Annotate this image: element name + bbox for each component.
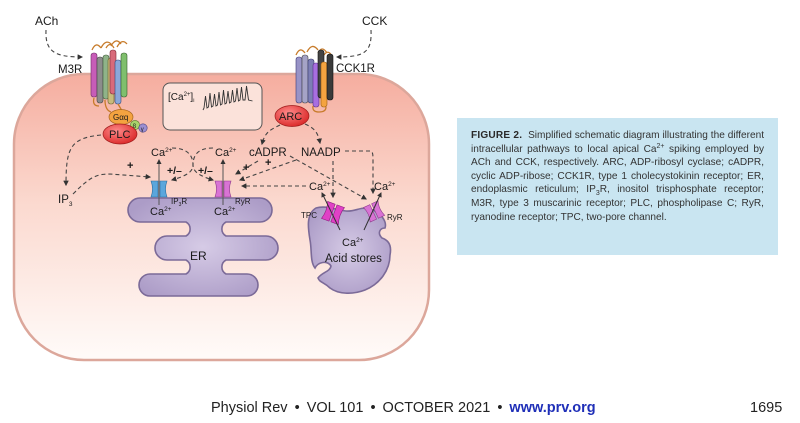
ach-label: ACh [35, 14, 58, 28]
cadpr-acid-ryr-arrow [289, 155, 367, 200]
m3r-label: M3R [58, 64, 82, 76]
caption-text-1: Simplified schematic diagram illustratin… [471, 130, 765, 155]
ryr-plus-minus: +/– [198, 165, 213, 177]
acid-ryr-ca-flux [363, 192, 382, 231]
ryr-label: RyR [235, 197, 251, 206]
separator-1: • [294, 400, 300, 416]
ip3r-channel[interactable] [150, 180, 168, 198]
ca-released-acid-ryr: Ca2+ [374, 181, 396, 193]
arc-naadp-arrow [304, 123, 322, 145]
gbeta-label: β [133, 123, 137, 130]
tpc-ca-flux [321, 192, 341, 231]
cadpr-label: cADPR [249, 147, 287, 159]
er-label: ER [190, 249, 207, 263]
separator-3: • [497, 400, 503, 416]
ca-store-er-left: Ca2+ [150, 206, 172, 218]
ip3-to-ip3r-arrow [72, 173, 152, 195]
volume: VOL 101 [306, 400, 364, 416]
ip3r-label: IP3R [171, 197, 187, 208]
journal-url-link[interactable]: www.prv.org [509, 400, 596, 416]
cadpr-ryr-arrow [235, 160, 259, 175]
arc-cadpr-arrow [260, 124, 281, 146]
acid-stores-label: Acid stores [325, 253, 382, 265]
separator-2: • [370, 400, 376, 416]
acid-ryr-label: RyR [387, 213, 403, 222]
ryr-plus: + [243, 162, 249, 174]
naadp-acid-ryr-arrow [345, 150, 376, 195]
plc-label: PLC [109, 129, 130, 141]
ca-store-acid: Ca2+ [342, 237, 364, 249]
ca-released-ryr: Ca2+ [215, 147, 237, 159]
endoplasmic-reticulum [127, 197, 279, 297]
ip3r-plus: + [127, 160, 133, 172]
figure-caption: FIGURE 2. Simplified schematic diagram i… [457, 118, 778, 255]
ca-feedback-right [192, 147, 215, 182]
ca-released-tpc: Ca2+ [309, 181, 331, 193]
ryr-plus-2: + [265, 157, 271, 169]
caption-sup-1: 2+ [656, 142, 665, 150]
page-number: 1695 [750, 400, 783, 416]
ggamma [138, 123, 148, 133]
ggamma-label: γ [141, 127, 144, 133]
figure-label: FIGURE 2. [471, 130, 523, 141]
ca-store-er-right: Ca2+ [214, 206, 236, 218]
page-footer: Physiol Rev • VOL 101 • OCTOBER 2021 • w… [211, 400, 596, 416]
plc-enzyme [102, 123, 138, 145]
journal-name: Physiol Rev [211, 400, 288, 416]
naadp-ryr-arrow [238, 159, 297, 182]
arc-label: ARC [279, 111, 302, 123]
ip3-label: IP3 [58, 194, 73, 208]
plc-ip3-arrow [63, 134, 102, 187]
issue-date: OCTOBER 2021 [382, 400, 491, 416]
galpha-q-label: Gαq [113, 113, 128, 122]
ip3r-plus-minus: +/– [167, 165, 182, 177]
ach-arrow [45, 29, 84, 60]
cck-arrow [335, 29, 372, 60]
signaling-diagram: ACh M3R Gαq β γ PLC IP3 + [Ca2+]i CCK CC… [12, 14, 431, 362]
acid-stores [307, 206, 392, 294]
ryr-channel[interactable] [214, 180, 232, 198]
calcium-spike-trace [202, 85, 253, 111]
caption-text-2: spiking employed by ACh and CCK, respect… [471, 143, 764, 196]
m3r-receptor [90, 40, 128, 113]
ca-released-ip3r: Ca2+ [151, 147, 173, 159]
arc-enzyme [274, 105, 310, 127]
naadp-label: NAADP [301, 147, 341, 159]
caption-text-3: R, inositol trisphosphate receptor; M3R,… [471, 184, 764, 223]
cck1r-label: CCK1R [336, 63, 375, 75]
calcium-trace-label: [Ca2+]i [168, 92, 194, 104]
cck-label: CCK [362, 14, 387, 28]
tpc-label: TPC [301, 211, 317, 220]
caption-sub-1: 3 [595, 190, 600, 198]
cck1r-receptor [295, 45, 334, 113]
